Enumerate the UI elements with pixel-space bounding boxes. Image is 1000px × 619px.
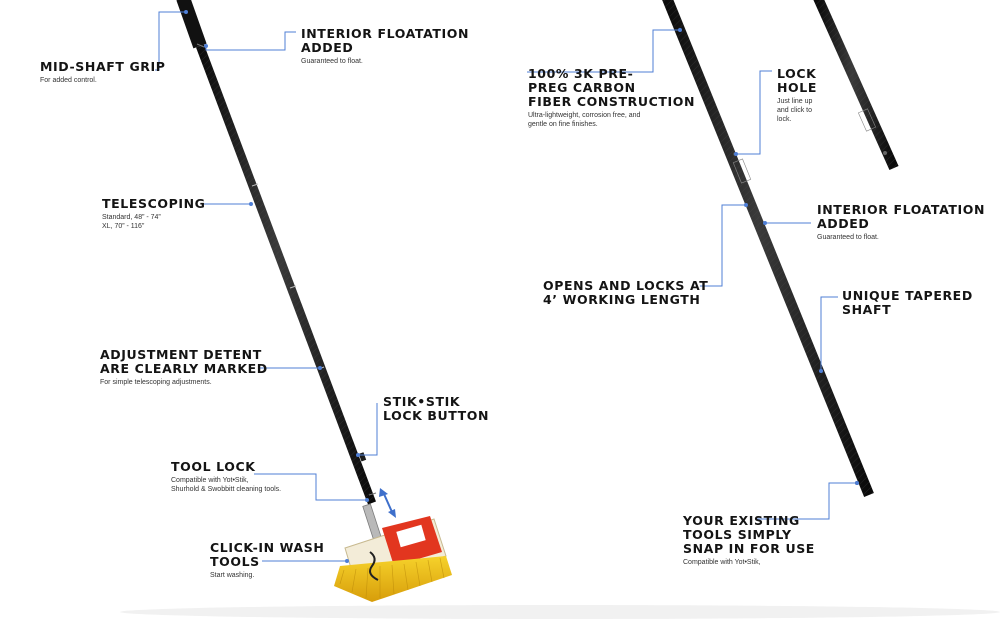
callout-title: TELESCOPING [102, 196, 206, 211]
callout-dots [184, 10, 859, 563]
brush-head [334, 503, 452, 602]
callout-adjustment-detent: ADJUSTMENT DETENT ARE CLEARLY MARKED For… [100, 348, 268, 387]
telescoping-pole [176, 0, 377, 505]
callout-title: ADJUSTMENT DETENT [100, 347, 262, 362]
callout-title: YOUR EXISTING [683, 513, 800, 528]
callout-title: UNIQUE TAPERED [842, 288, 973, 303]
callout-title: MID-SHAFT GRIP [40, 59, 166, 74]
callout-title: ADDED [301, 40, 354, 55]
callout-subtext: Compatible with Yot•Stik, [683, 559, 761, 566]
callout-tool-lock: TOOL LOCK Compatible with Yot•Stik, Shur… [171, 460, 281, 494]
callout-subtext: Compatible with Yot•Stik, [171, 477, 249, 484]
callout-subtext: and click to [777, 107, 813, 114]
callout-mid-shaft-grip: MID-SHAFT GRIP For added control. [40, 60, 166, 85]
callout-lock-hole: LOCK HOLE Just line up and click to lock… [777, 67, 817, 124]
callout-title: FIBER CONSTRUCTION [528, 94, 696, 109]
callout-title: TOOLS [210, 554, 260, 569]
callout-leaders [155, 11, 857, 562]
callout-telescoping: TELESCOPING Standard, 48” - 74” XL, 70” … [102, 197, 206, 231]
callout-title: CLICK-IN WASH [210, 540, 325, 555]
carbon-pole-sections [662, 0, 899, 497]
callout-subtext: Start washing. [210, 572, 255, 579]
callout-title: PREG CARBON [528, 80, 636, 95]
callout-subtext: lock. [777, 116, 792, 123]
callout-interior-floatation-right: INTERIOR FLOATATION ADDED Guaranteed to … [817, 203, 985, 242]
callout-title: ADDED [817, 216, 870, 231]
callout-title: TOOLS SIMPLY [683, 527, 792, 542]
callout-subtext: For added control. [40, 77, 97, 84]
callout-subtext: Just line up [777, 98, 813, 105]
callout-title: INTERIOR FLOATATION [301, 26, 470, 41]
callout-subtext: Standard, 48” - 74” [102, 214, 161, 221]
callout-title: STIK•STIK [383, 394, 461, 409]
double-arrow-icon [379, 488, 396, 518]
callout-subtext: Guaranteed to float. [301, 58, 363, 65]
callout-carbon-fiber: 100% 3K PRE- PREG CARBON FIBER CONSTRUCT… [528, 67, 695, 129]
callout-title: SHAFT [842, 302, 892, 317]
callout-title: 4’ WORKING LENGTH [543, 292, 701, 307]
callout-subtext: gentle on fine finishes. [528, 121, 598, 128]
floor-shadow [120, 605, 1000, 619]
callout-interior-floatation: INTERIOR FLOATATION ADDED Guaranteed to … [301, 27, 469, 66]
callout-subtext: XL, 70” - 116” [102, 223, 145, 230]
callout-title: INTERIOR FLOATATION [817, 202, 986, 217]
callout-title: OPENS AND LOCKS AT [543, 278, 709, 293]
callout-existing-tools: YOUR EXISTING TOOLS SIMPLY SNAP IN FOR U… [683, 514, 815, 567]
callout-subtext: For simple telescoping adjustments. [100, 379, 212, 386]
callout-title: HOLE [777, 80, 817, 95]
callout-title: ARE CLEARLY MARKED [100, 361, 268, 376]
callout-working-length: OPENS AND LOCKS AT 4’ WORKING LENGTH [543, 279, 708, 307]
callout-title: LOCK BUTTON [383, 408, 490, 423]
callout-title: LOCK [777, 66, 817, 81]
callout-lock-button: STIK•STIK LOCK BUTTON [383, 395, 489, 423]
callout-tapered-shaft: UNIQUE TAPERED SHAFT [842, 289, 973, 317]
callout-click-in-wash-tools: CLICK-IN WASH TOOLS Start washing. [210, 541, 324, 580]
callout-subtext: Guaranteed to float. [817, 234, 879, 241]
callout-title: SNAP IN FOR USE [683, 541, 815, 556]
callout-title: 100% 3K PRE- [528, 66, 634, 81]
callout-subtext: Shurhold & Swobbitt cleaning tools. [171, 486, 282, 493]
callout-title: TOOL LOCK [171, 459, 256, 474]
callout-subtext: Ultra-lightweight, corrosion free, and [528, 112, 641, 119]
